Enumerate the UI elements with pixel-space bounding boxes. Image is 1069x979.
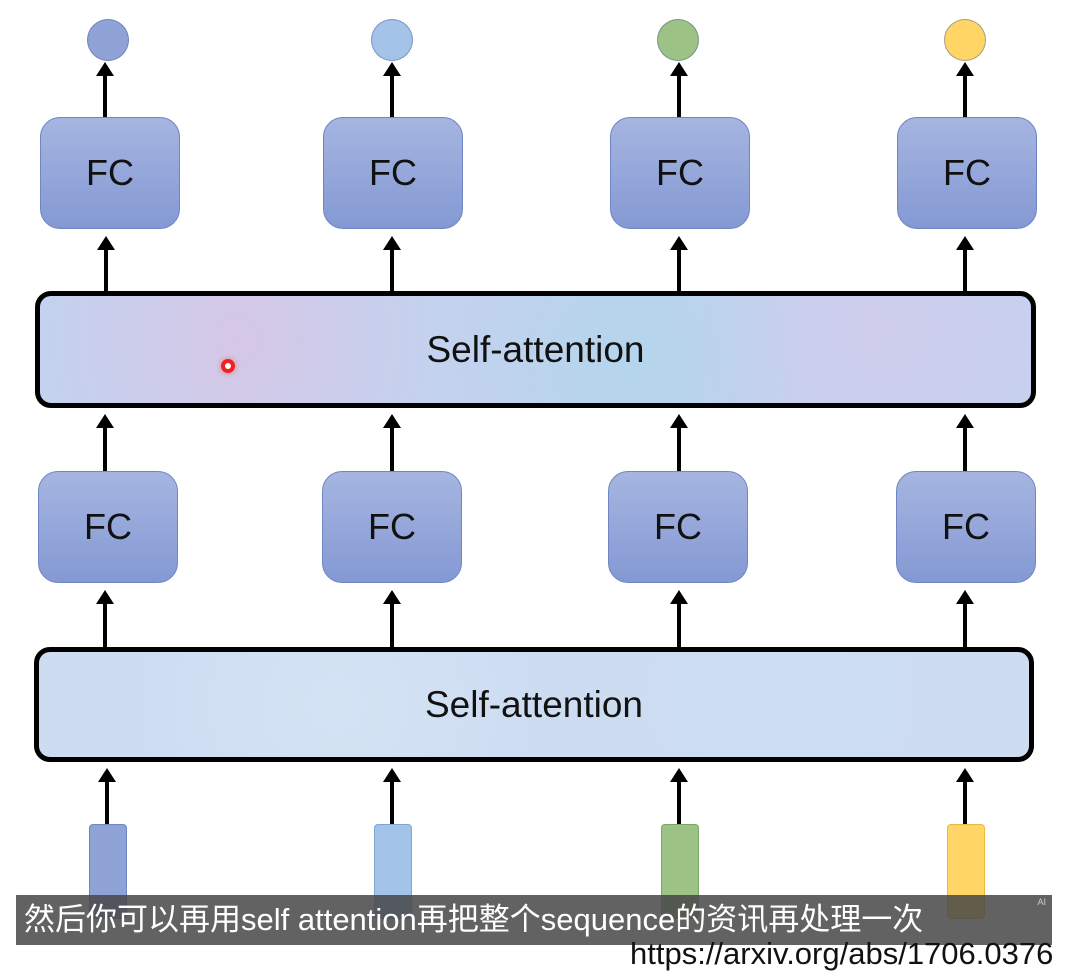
fc-label: FC	[654, 506, 702, 547]
self-attention-label: Self-attention	[424, 683, 644, 725]
arrow-up	[98, 768, 116, 824]
arrow-up	[383, 236, 401, 291]
output-circle-3	[657, 19, 699, 61]
fc-block-bottom-2: FC	[322, 471, 462, 583]
arrow-up	[97, 236, 115, 291]
arrow-up	[383, 414, 401, 471]
fc-block-bottom-1: FC	[38, 471, 178, 583]
arrow-up	[670, 590, 688, 647]
arrow-up	[383, 62, 401, 117]
arrow-up	[383, 768, 401, 824]
ai-badge: AI	[1037, 897, 1046, 907]
subtitle-text: 然后你可以再用self attention再把整个sequence的资讯再处理一…	[24, 902, 924, 937]
arrow-up	[670, 236, 688, 291]
arrow-up	[96, 414, 114, 471]
arrow-up	[956, 414, 974, 471]
arrow-up	[96, 62, 114, 117]
fc-label: FC	[369, 152, 417, 193]
fc-block-top-2: FC	[323, 117, 463, 229]
fc-block-top-4: FC	[897, 117, 1037, 229]
fc-block-top-1: FC	[40, 117, 180, 229]
arrow-up	[670, 414, 688, 471]
arrow-up	[670, 62, 688, 117]
video-subtitle: 然后你可以再用self attention再把整个sequence的资讯再处理一…	[16, 895, 1052, 945]
output-circle-2	[371, 19, 413, 61]
arrow-up	[96, 590, 114, 647]
citation-url: https://arxiv.org/abs/1706.0376	[630, 936, 1054, 971]
output-circle-1	[87, 19, 129, 61]
self-attention-block-lower: Self-attention	[34, 647, 1034, 762]
arrow-up	[956, 62, 974, 117]
arrow-up	[956, 590, 974, 647]
fc-label: FC	[656, 152, 704, 193]
fc-label: FC	[84, 506, 132, 547]
arrow-up	[383, 590, 401, 647]
fc-label: FC	[943, 152, 991, 193]
fc-label: FC	[86, 152, 134, 193]
output-circle-4	[944, 19, 986, 61]
fc-label: FC	[942, 506, 990, 547]
fc-block-top-3: FC	[610, 117, 750, 229]
arrow-up	[956, 768, 974, 824]
self-attention-label: Self-attention	[426, 328, 645, 370]
fc-block-bottom-4: FC	[896, 471, 1036, 583]
arrow-up	[956, 236, 974, 291]
self-attention-block-upper: Self-attention	[35, 291, 1036, 408]
fc-label: FC	[368, 506, 416, 547]
pointer-cursor	[221, 359, 235, 373]
arrow-up	[670, 768, 688, 824]
fc-block-bottom-3: FC	[608, 471, 748, 583]
